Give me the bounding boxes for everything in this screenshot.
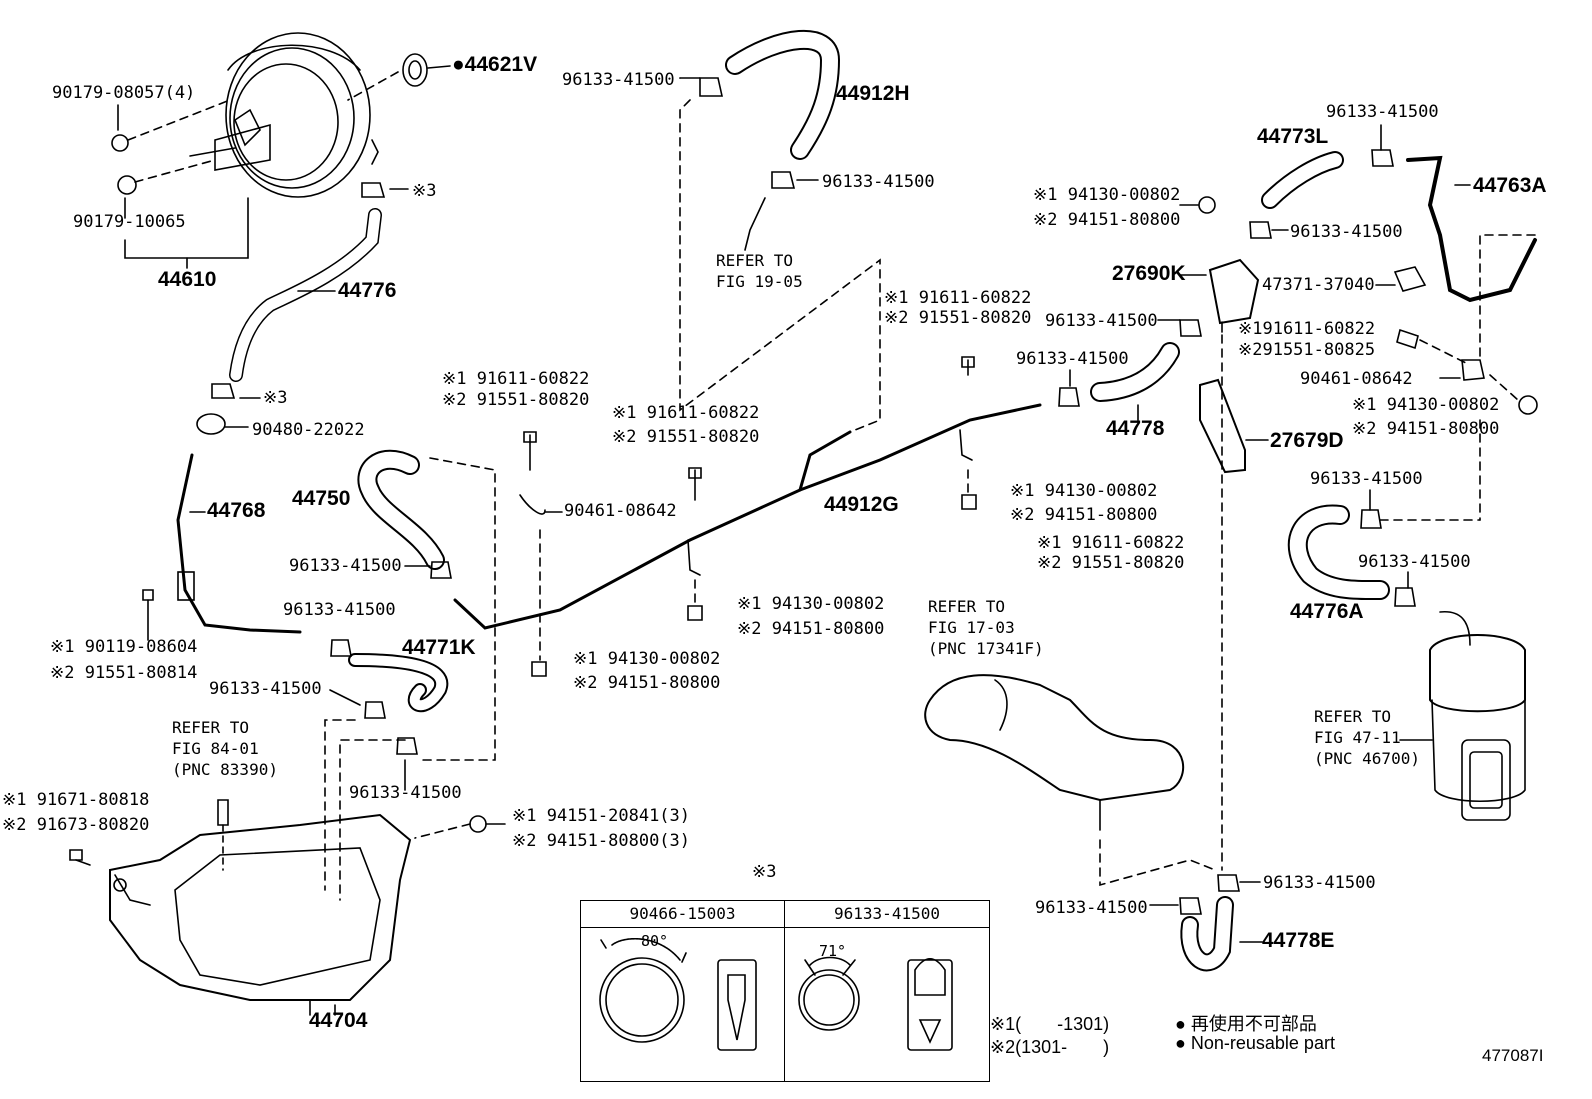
label-44778E: 44778E xyxy=(1262,929,1335,952)
label-44773L: 44773L xyxy=(1257,125,1329,148)
label-47371-37040: 47371-37040 xyxy=(1262,275,1375,295)
legend-non-reusable-en: ● Non-reusable part xyxy=(1175,1033,1335,1053)
table-divider xyxy=(784,901,785,1081)
angle-80: 80° xyxy=(641,932,669,950)
label-clip-k: 96133-41500 xyxy=(1310,469,1423,489)
refer-fig-47-11: REFER TO FIG 47-11 (PNC 46700) xyxy=(1314,707,1420,768)
refer-fig-19-05: REFER TO FIG 19-05 xyxy=(716,251,803,291)
label-nut-a2-mid: ※2 94151-80800 xyxy=(737,619,885,639)
label-nut-a1-top: ※1 94130-00802 xyxy=(1033,185,1181,205)
table-col1-header: 90466-15003 xyxy=(581,901,784,928)
label-44776: 44776 xyxy=(338,279,397,302)
label-clip-c: 96133-41500 xyxy=(209,679,322,699)
label-90461-a: 90461-08642 xyxy=(564,501,677,521)
label-44912G: 44912G xyxy=(824,493,899,516)
angle-71: 71° xyxy=(819,942,847,960)
clip-type-table: 90466-15003 96133-41500 80° 71° xyxy=(580,900,990,1082)
label-bolt-a2-left: ※2 91551-80820 xyxy=(442,390,590,410)
label-nut-a1-left: ※1 94130-00802 xyxy=(573,649,721,669)
label-44763A: 44763A xyxy=(1473,174,1547,197)
label-nut-a2-far: ※2 94151-80800 xyxy=(1352,419,1500,439)
label-bolt-c2: ※2 91673-80820 xyxy=(2,815,150,835)
label-clip-f: 96133-41500 xyxy=(822,172,935,192)
label-bolt-a2-r: ※2 91551-80820 xyxy=(884,308,1032,328)
label-clip-l: 96133-41500 xyxy=(1358,552,1471,572)
legend-range-2: ※2(1301- ) xyxy=(990,1037,1110,1057)
label-clip-d: 96133-41500 xyxy=(349,783,462,803)
label-44610: 44610 xyxy=(158,268,217,291)
brake-booster-drawing xyxy=(189,32,379,198)
label-bolt-a1-low: ※1 91611-60822 xyxy=(1037,533,1185,553)
label-bolt-a2-mid: ※2 91551-80820 xyxy=(612,427,760,447)
label-bolt-a2-low: ※2 91551-80820 xyxy=(1037,553,1185,573)
label-27679D: 27679D xyxy=(1270,429,1344,452)
label-44771K: 44771K xyxy=(402,636,476,659)
label-90461-b: 90461-08642 xyxy=(1300,369,1413,389)
label-nut-a2-top: ※2 94151-80800 xyxy=(1033,210,1181,230)
label-clip-g: 96133-41500 xyxy=(1016,349,1129,369)
label-note3-a: ※3 xyxy=(412,181,437,201)
legend-non-reusable-jp: ● 再使用不可部品 xyxy=(1175,1014,1317,1034)
figure-id: 477087I xyxy=(1482,1046,1544,1065)
label-clip-m: 96133-41500 xyxy=(1263,873,1376,893)
legend-range-1: ※1( -1301) xyxy=(990,1014,1110,1034)
label-bolt-b2: ※2 91551-80814 xyxy=(50,663,198,683)
label-44912H: 44912H xyxy=(836,82,910,105)
grommet-drawing xyxy=(402,53,428,87)
label-44768: 44768 xyxy=(207,499,266,522)
label-nut-c1: ※1 94151-20841(3) xyxy=(512,806,691,826)
label-clip-a: 96133-41500 xyxy=(289,556,402,576)
label-90179-10065: 90179-10065 xyxy=(73,212,186,232)
label-nut-a1-far: ※1 94130-00802 xyxy=(1352,395,1500,415)
label-clip-n: 96133-41500 xyxy=(1035,898,1148,918)
table-col2-header: 96133-41500 xyxy=(785,901,989,928)
refer-fig-17-03: REFER TO FIG 17-03 (PNC 17341F) xyxy=(928,597,1044,658)
label-clip-i: 96133-41500 xyxy=(1290,222,1403,242)
label-bolt-c1: ※1 91671-80818 xyxy=(2,790,150,810)
label-44704: 44704 xyxy=(309,1009,368,1032)
label-bolt-b1: ※1 90119-08604 xyxy=(50,637,198,657)
label-clip-e: 96133-41500 xyxy=(562,70,675,90)
label-27690K: 27690K xyxy=(1112,262,1186,285)
label-bolt-a1-mid: ※1 91611-60822 xyxy=(612,403,760,423)
label-nut-a1-r: ※1 94130-00802 xyxy=(1010,481,1158,501)
label-bolt-a1-left: ※1 91611-60822 xyxy=(442,369,590,389)
label-nut-a2-left: ※2 94151-80800 xyxy=(573,673,721,693)
label-bolt-a1-r: ※1 91611-60822 xyxy=(884,288,1032,308)
label-90179-08057: 90179-08057(4) xyxy=(52,83,196,103)
label-bolt-d2: ※291551-80825 xyxy=(1238,340,1376,360)
refer-fig-84-01: REFER TO FIG 84-01 (PNC 83390) xyxy=(172,718,278,779)
label-44778: 44778 xyxy=(1106,417,1165,440)
label-bolt-d1: ※191611-60822 xyxy=(1238,319,1376,339)
label-nut-a2-r: ※2 94151-80800 xyxy=(1010,505,1158,525)
label-nut-a1-mid: ※1 94130-00802 xyxy=(737,594,885,614)
label-clip-b: 96133-41500 xyxy=(283,600,396,620)
label-44776A: 44776A xyxy=(1290,600,1364,623)
table-title: ※3 xyxy=(752,862,777,882)
label-clip-h: 96133-41500 xyxy=(1045,311,1158,331)
label-90480-22022: 90480-22022 xyxy=(252,420,365,440)
label-44750: 44750 xyxy=(292,487,351,510)
label-44621V: ●44621V xyxy=(452,53,538,76)
label-clip-j: 96133-41500 xyxy=(1326,102,1439,122)
label-nut-c2: ※2 94151-80800(3) xyxy=(512,831,691,851)
label-note3-b: ※3 xyxy=(263,388,288,408)
